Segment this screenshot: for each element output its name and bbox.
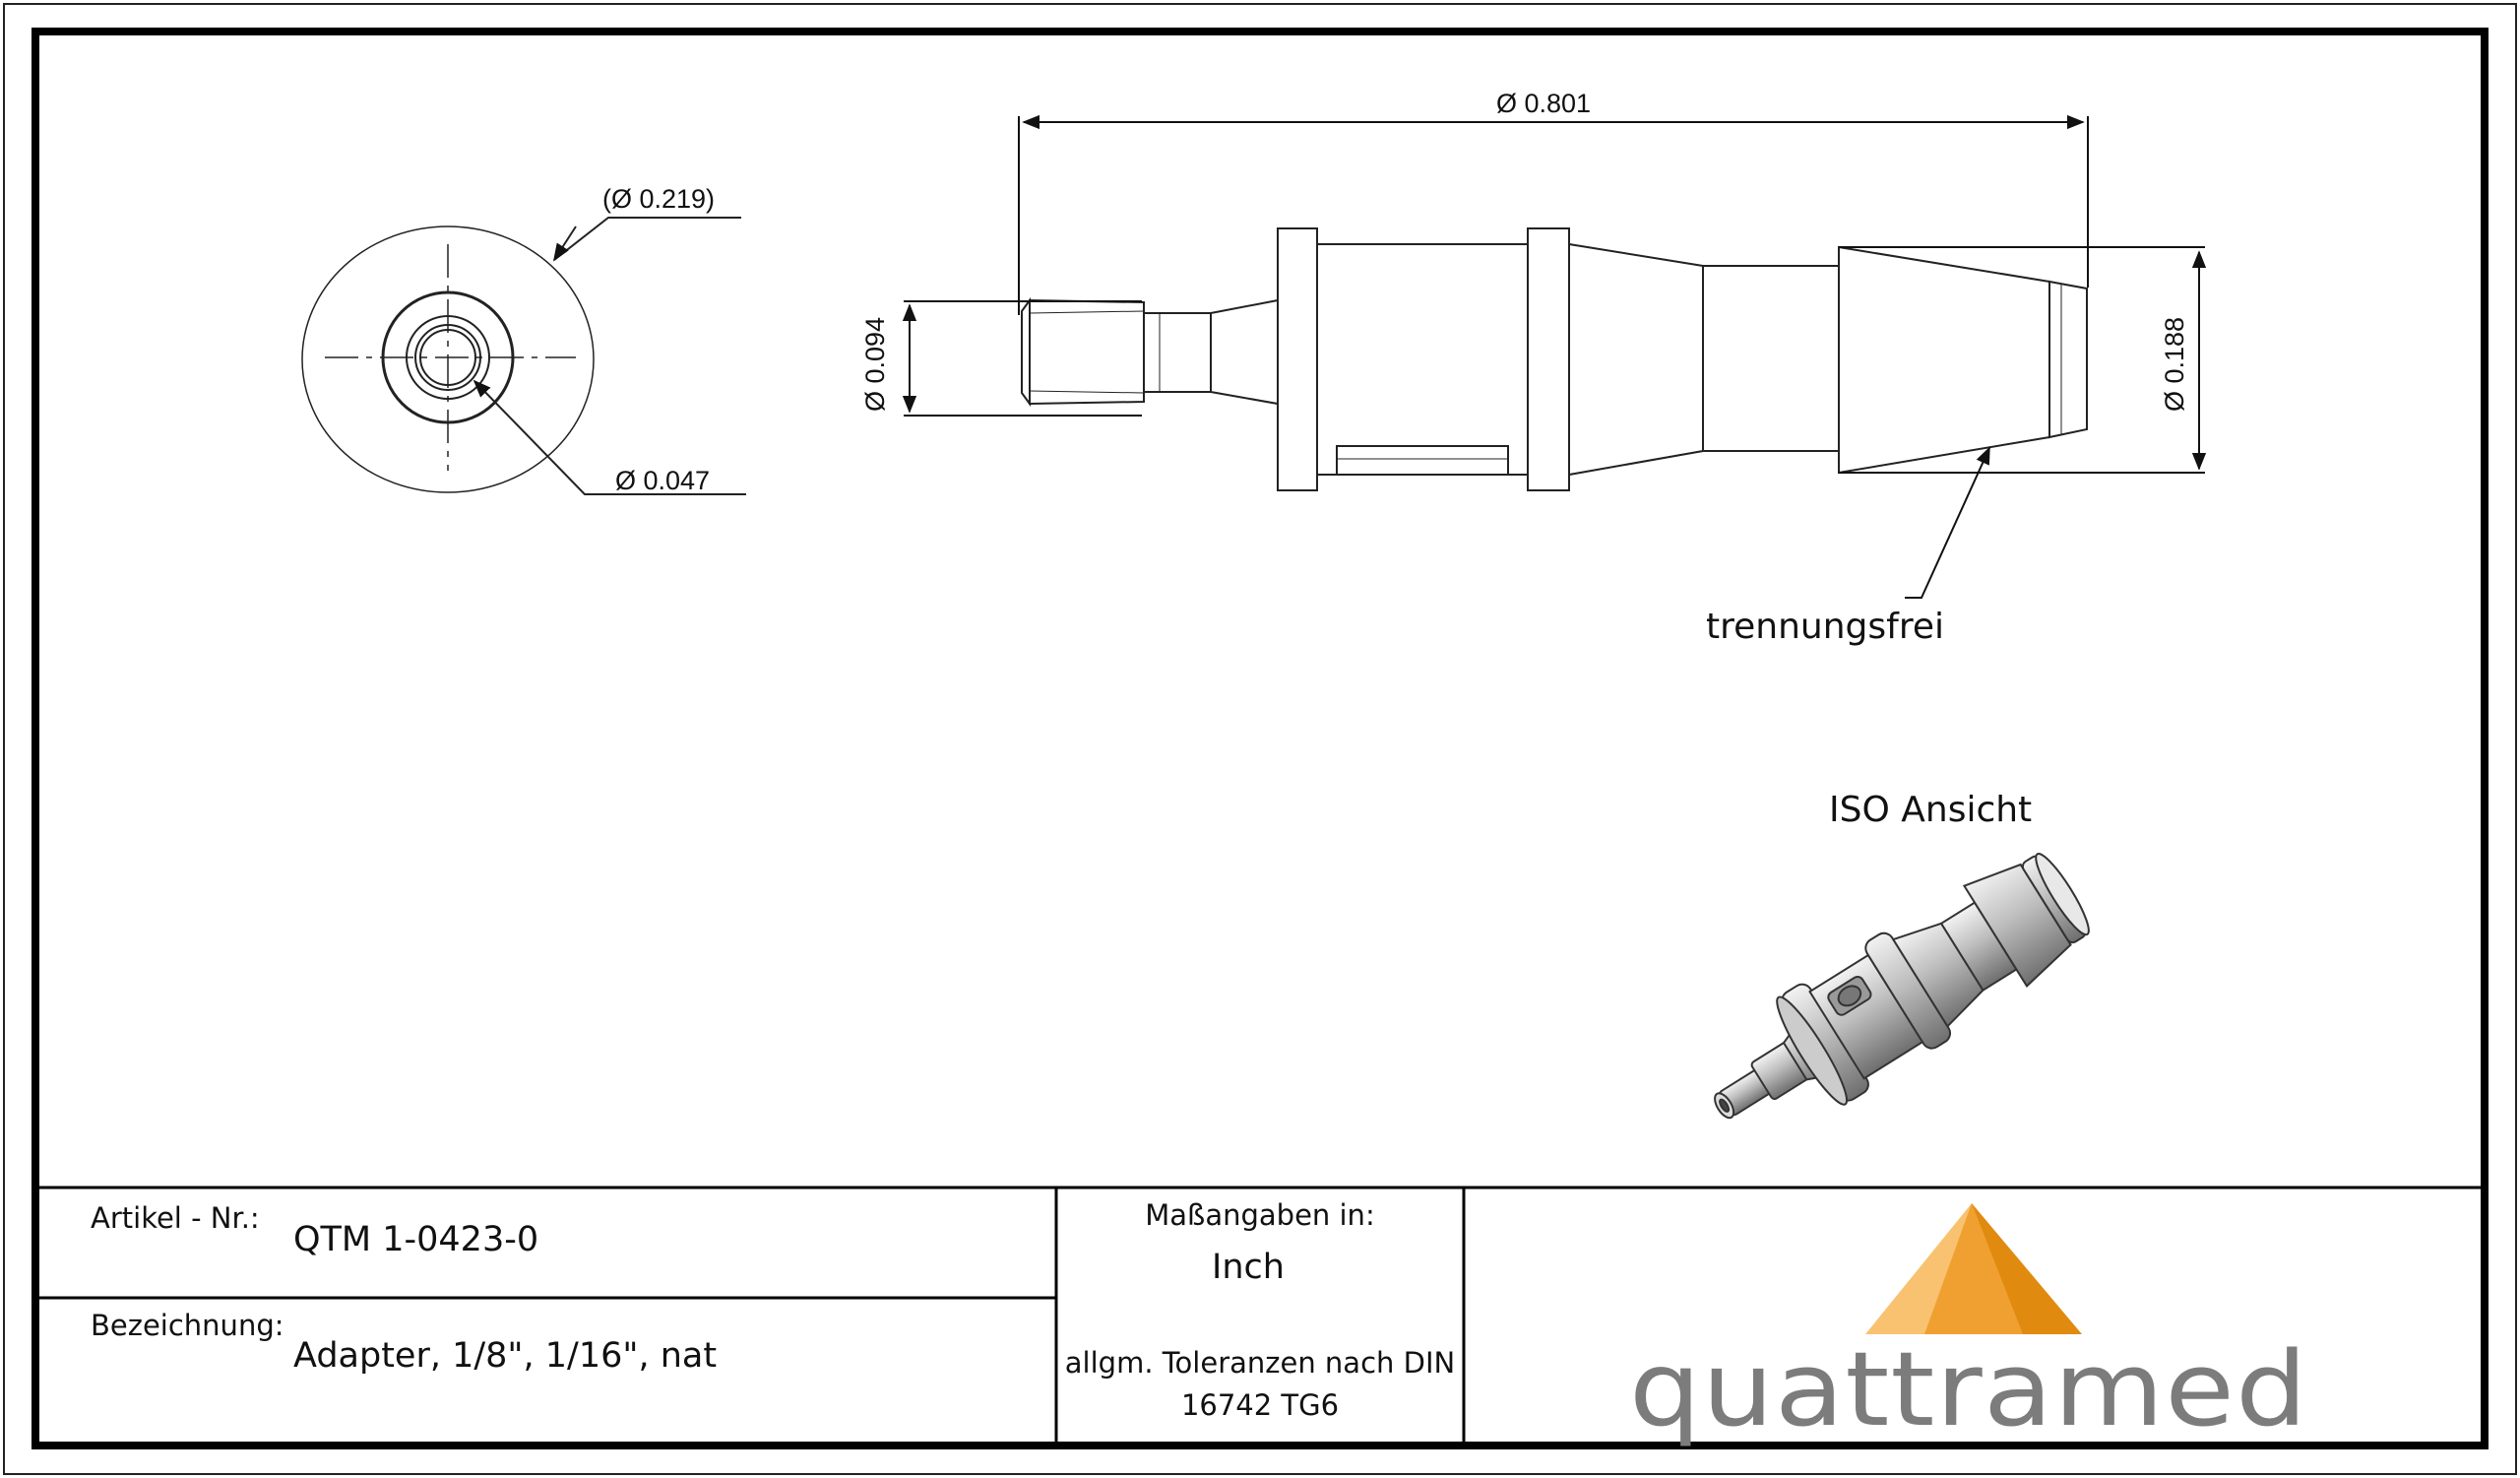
iso-title: ISO Ansicht <box>1829 790 2032 830</box>
side-view <box>1021 227 2088 491</box>
front-outer-dim: (Ø 0.219) <box>602 184 715 214</box>
trennungsfrei-note: trennungsfrei <box>1706 607 1944 647</box>
quattramed-logo: quattramed <box>1629 1203 2308 1449</box>
left-dia-dim: Ø 0.094 <box>860 317 890 412</box>
designation-value: Adapter, 1/8", 1/16", nat <box>293 1336 717 1376</box>
iso-view-illustration <box>1714 853 2090 1120</box>
front-bore-dim: Ø 0.047 <box>615 466 710 495</box>
units-value: Inch <box>1212 1248 1285 1287</box>
tolerance-line-1: allgm. Toleranzen nach DIN <box>1065 1346 1455 1380</box>
length-dim: Ø 0.801 <box>1496 89 1591 118</box>
article-number: QTM 1-0423-0 <box>293 1220 538 1259</box>
designation-label: Bezeichnung: <box>91 1309 284 1342</box>
front-view <box>301 217 746 495</box>
units-label: Maßangaben in: <box>1145 1198 1374 1232</box>
article-label: Artikel - Nr.: <box>91 1201 260 1235</box>
outer-border <box>3 3 2517 1475</box>
tolerance-line-2: 16742 TG6 <box>1181 1388 1339 1422</box>
right-dia-dim: Ø 0.188 <box>2160 317 2189 412</box>
side-dimensions <box>902 114 2207 599</box>
drawing-frame <box>32 28 2488 1449</box>
svg-text:quattramed: quattramed <box>1629 1329 2308 1449</box>
title-block <box>35 1186 2485 1446</box>
